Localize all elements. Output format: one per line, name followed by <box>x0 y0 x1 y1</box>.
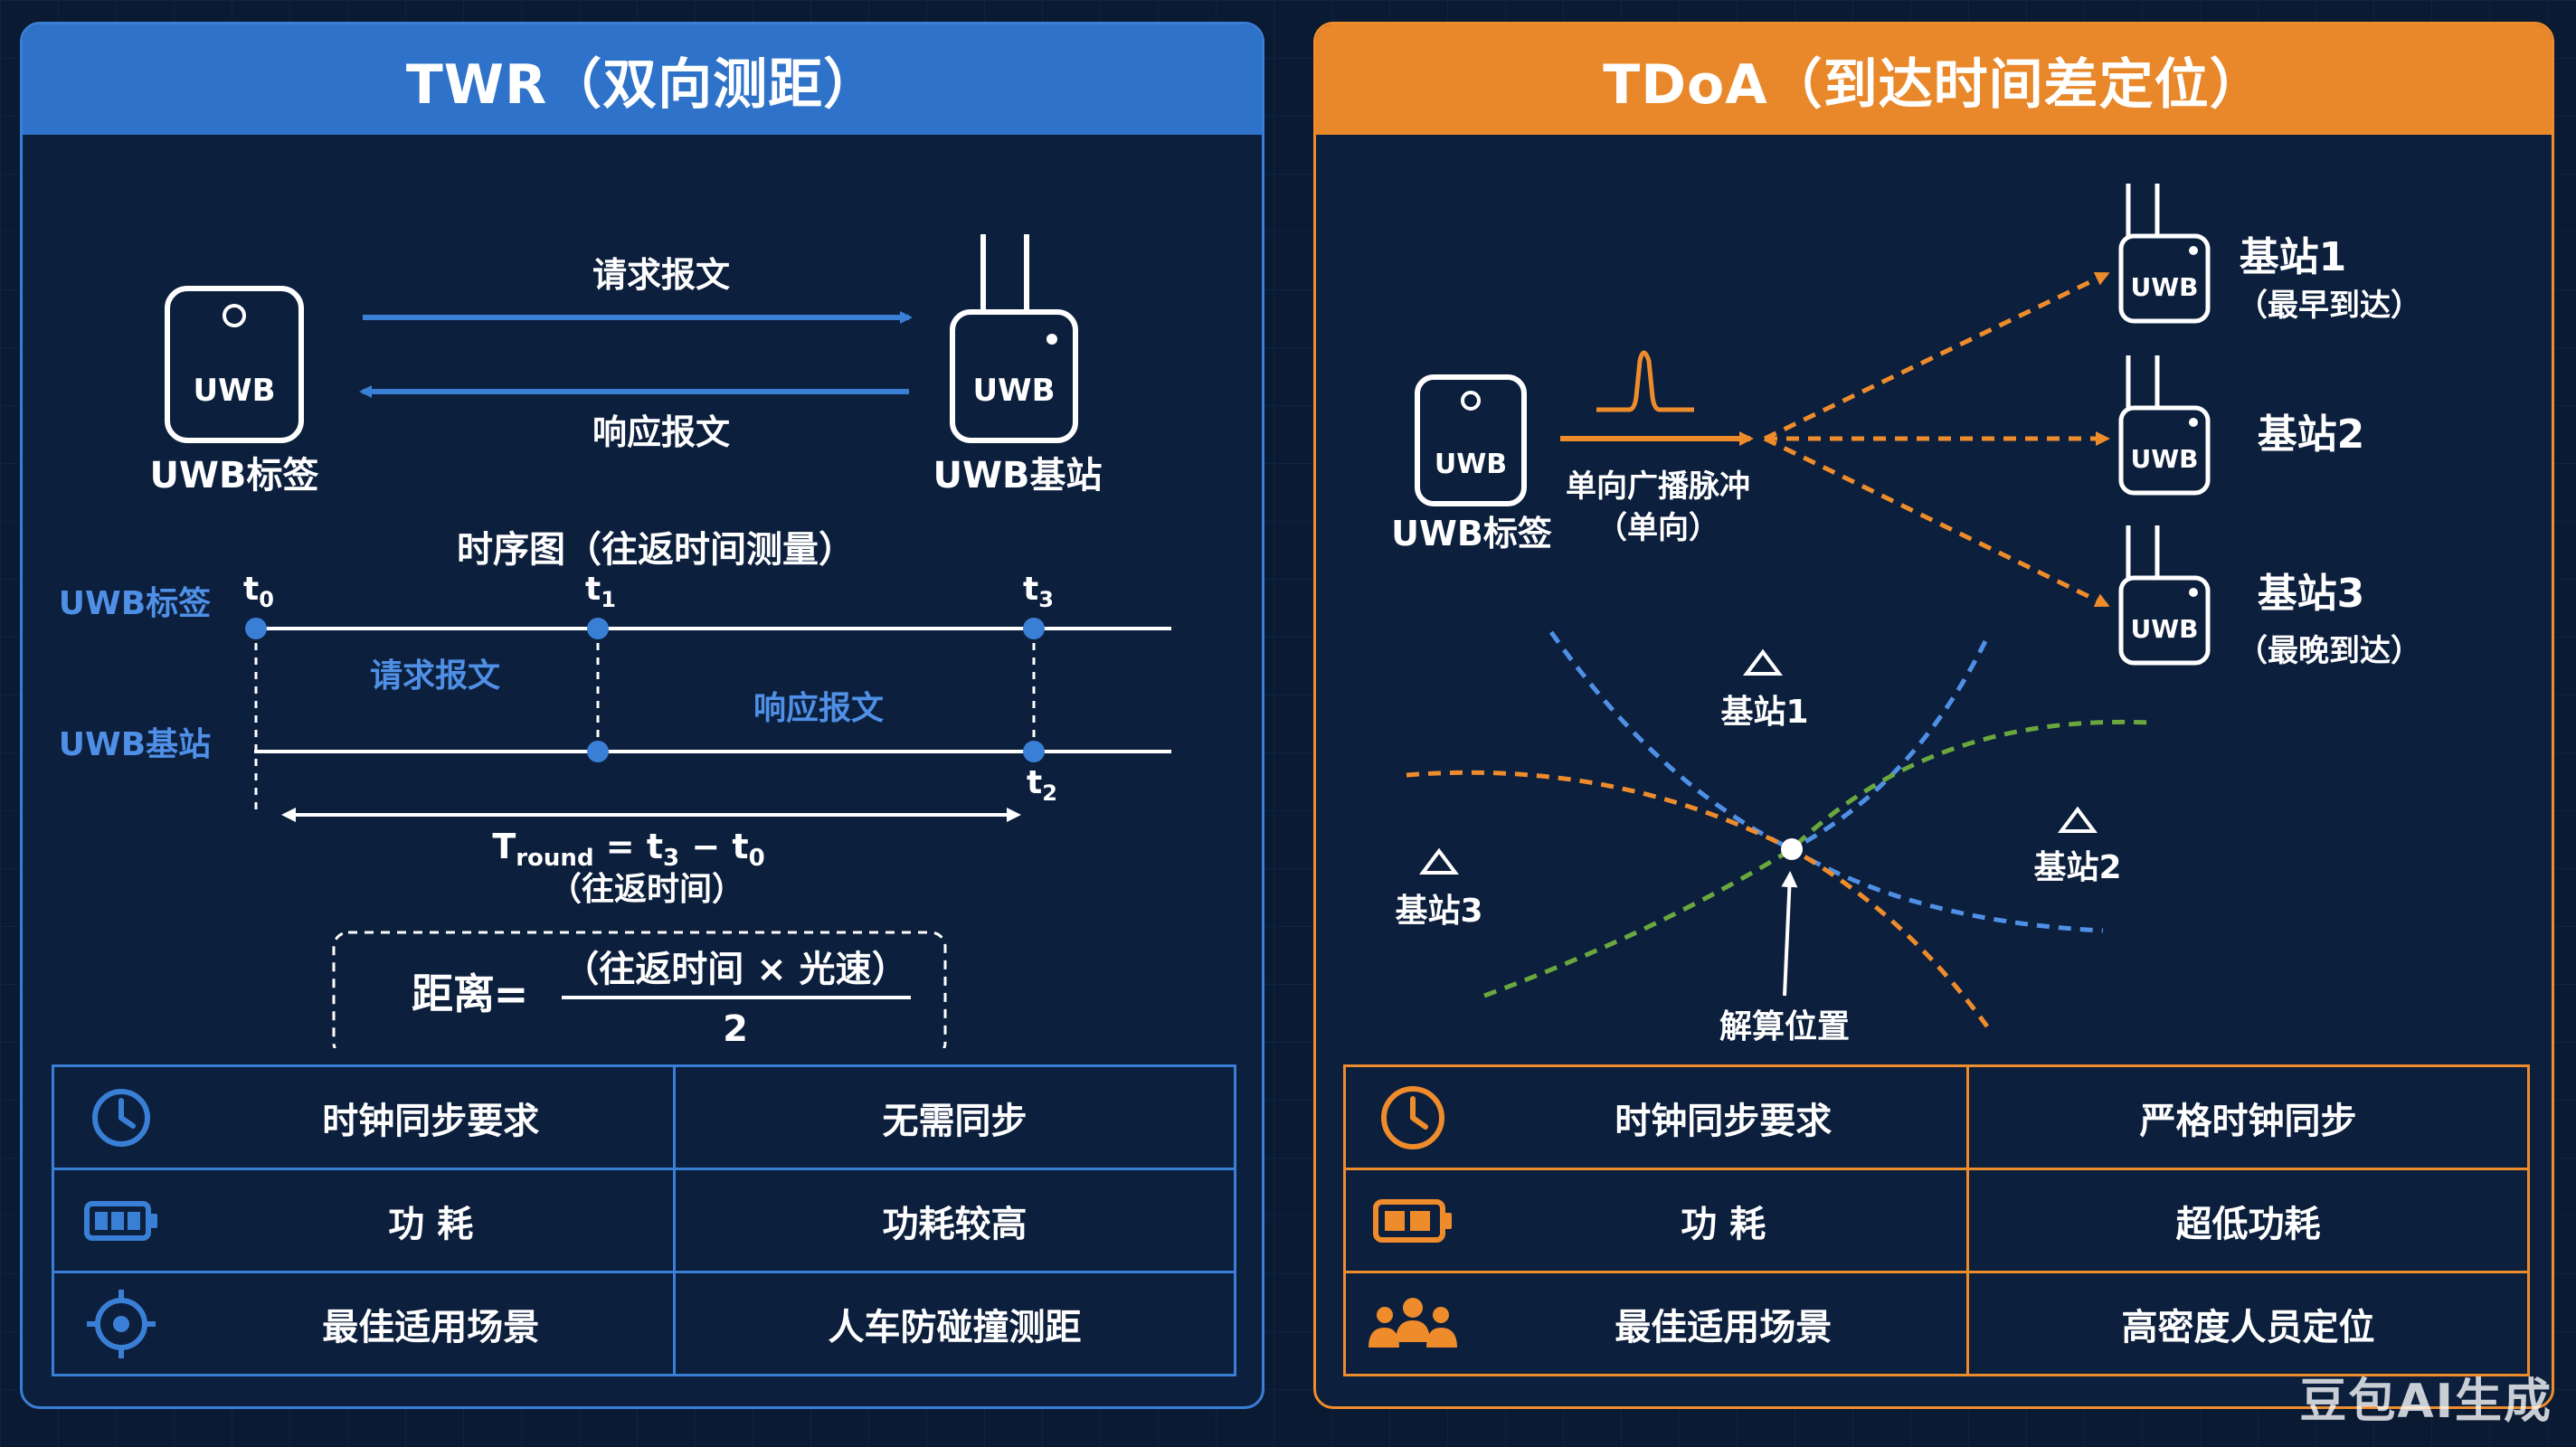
formula-eq: = <box>494 969 529 1018</box>
twr-row-label: 时钟同步要求 <box>188 1064 676 1170</box>
t0-label: t0 <box>243 571 274 612</box>
battery-icon <box>52 1168 189 1273</box>
target-icon <box>52 1271 189 1376</box>
table-row: 功 耗 功耗较高 <box>52 1168 1236 1273</box>
hyperbola-orange <box>1406 770 1990 1028</box>
t0-dot <box>245 618 267 639</box>
formula-numerator: （往返时间 × 光速） <box>563 949 907 990</box>
station-label: UWB基站 <box>933 455 1102 497</box>
arrow-to-station3 <box>1763 436 2110 608</box>
twr-row-value: 无需同步 <box>673 1064 1236 1170</box>
tdoa-row-label: 时钟同步要求 <box>1480 1064 1969 1170</box>
twr-title: TWR（双向测距） <box>23 24 1262 135</box>
t3-dot <box>1023 618 1045 639</box>
formula-box <box>332 931 947 1048</box>
solution-point <box>1781 838 1803 860</box>
pulse-icon <box>1596 350 1694 412</box>
tdoa-tag-device: UWB <box>1415 374 1527 506</box>
hyperbola-s3-label: 基站3 <box>1395 893 1482 930</box>
broadcast-sub: （单向） <box>1596 510 1719 546</box>
t1-label: t1 <box>585 571 616 612</box>
triangle-station3 <box>1419 847 1459 875</box>
twr-row-label: 功 耗 <box>188 1168 676 1273</box>
t2-label: t2 <box>1027 764 1057 806</box>
timing-request-label: 请求报文 <box>370 657 500 695</box>
station-3-device: UWB <box>2118 525 2211 666</box>
station-1-device: UWB <box>2118 184 2211 324</box>
t2-dot <box>1023 741 1045 762</box>
triangle-station1 <box>1743 648 1783 676</box>
tdoa-row-value: 超低功耗 <box>1966 1168 2530 1273</box>
table-row: 时钟同步要求 无需同步 <box>52 1064 1236 1170</box>
hyperbola-s1-label: 基站1 <box>1720 694 1808 731</box>
tdoa-tag-chip: UWB <box>1435 449 1507 480</box>
station-1-note: （最早到达） <box>2237 288 2421 324</box>
t1-dot-station <box>587 741 609 762</box>
response-label: 响应报文 <box>592 412 730 452</box>
station-3-name: 基站3 <box>2258 571 2365 617</box>
clock-icon <box>52 1064 189 1170</box>
hyperbola-green <box>1483 719 2149 998</box>
round-formula: Tround = t3 − t0 <box>492 827 764 872</box>
tag-label: UWB标签 <box>149 455 318 497</box>
station-1-name: 基站1 <box>2240 234 2347 280</box>
tdoa-title: TDoA（到达时间差定位） <box>1316 24 2552 135</box>
uwb-station-device: UWB <box>950 234 1078 443</box>
hyperbola-s2-label: 基站2 <box>2033 849 2121 886</box>
clock-icon <box>1343 1064 1481 1170</box>
solution-arrow <box>1781 871 1798 997</box>
arrow-to-station1 <box>1763 271 2110 441</box>
watermark: 豆包AI生成 <box>2299 1375 2552 1429</box>
t1-dot-tag <box>587 618 609 639</box>
station-2-name: 基站2 <box>2258 411 2365 458</box>
people-icon <box>1343 1271 1481 1376</box>
timing-tag-row-label: UWB标签 <box>59 585 211 622</box>
tdoa-row-label: 功 耗 <box>1480 1168 1969 1273</box>
twr-diagram: UWB UWB标签 UWB UWB基站 请求报文 响应报文 时序图（往返时间测量… <box>59 234 1171 1048</box>
timing-station-row-label: UWB基站 <box>59 726 211 763</box>
triangle-station2 <box>2058 806 2098 833</box>
uwb-tag-device: UWB <box>165 286 304 443</box>
battery-icon <box>1343 1168 1481 1273</box>
station-3-chip: UWB <box>2131 614 2199 644</box>
table-row: 最佳适用场景 高密度人员定位 <box>1343 1271 2530 1376</box>
tdoa-spec-table: 时钟同步要求 严格时钟同步 功 耗 超低功耗 最佳适用场景 高密度人员定位 <box>1343 1064 2530 1376</box>
twr-row-value: 人车防碰撞测距 <box>673 1271 1236 1376</box>
t3-label: t3 <box>1023 571 1054 612</box>
timing-title: 时序图（往返时间测量） <box>457 529 855 571</box>
tdoa-panel: TDoA（到达时间差定位） UWB UWB标签 单向广播脉冲 （单向） <box>1313 22 2554 1409</box>
station-1-chip: UWB <box>2131 272 2199 302</box>
timing-response-label: 响应报文 <box>753 690 884 727</box>
hyperbola-blue <box>1548 630 2104 933</box>
tdoa-diagram: UWB UWB标签 单向广播脉冲 （单向） UWB UWB <box>1391 184 2421 1045</box>
table-row: 功 耗 超低功耗 <box>1343 1168 2530 1273</box>
tdoa-row-label: 最佳适用场景 <box>1480 1271 1969 1376</box>
twr-panel: TWR（双向测距） UWB UWB标签 UWB <box>20 22 1264 1409</box>
tag-chip-label: UWB <box>193 373 275 409</box>
hyperbola-blue-branch <box>1790 639 1988 852</box>
formula-denominator: 2 <box>723 1008 748 1048</box>
request-label: 请求报文 <box>592 255 730 295</box>
station-chip-label: UWB <box>972 373 1055 409</box>
station-2-device: UWB <box>2118 355 2211 496</box>
tdoa-row-value: 高密度人员定位 <box>1966 1271 2530 1376</box>
round-note: （往返时间） <box>549 871 744 908</box>
twr-row-value: 功耗较高 <box>673 1168 1236 1273</box>
tdoa-row-value: 严格时钟同步 <box>1966 1064 2530 1170</box>
twr-spec-table: 时钟同步要求 无需同步 功 耗 功耗较高 最佳适用场景 人车防碰撞测距 <box>52 1064 1236 1376</box>
formula-lhs: 距离 <box>412 969 495 1018</box>
station-3-note: （最晚到达） <box>2237 633 2421 669</box>
twr-row-label: 最佳适用场景 <box>188 1271 676 1376</box>
table-row: 时钟同步要求 严格时钟同步 <box>1343 1064 2530 1170</box>
tdoa-tag-label: UWB标签 <box>1391 514 1552 553</box>
broadcast-label: 单向广播脉冲 <box>1566 468 1750 505</box>
table-row: 最佳适用场景 人车防碰撞测距 <box>52 1271 1236 1376</box>
solution-label: 解算位置 <box>1719 1008 1850 1045</box>
station-2-chip: UWB <box>2131 444 2199 474</box>
